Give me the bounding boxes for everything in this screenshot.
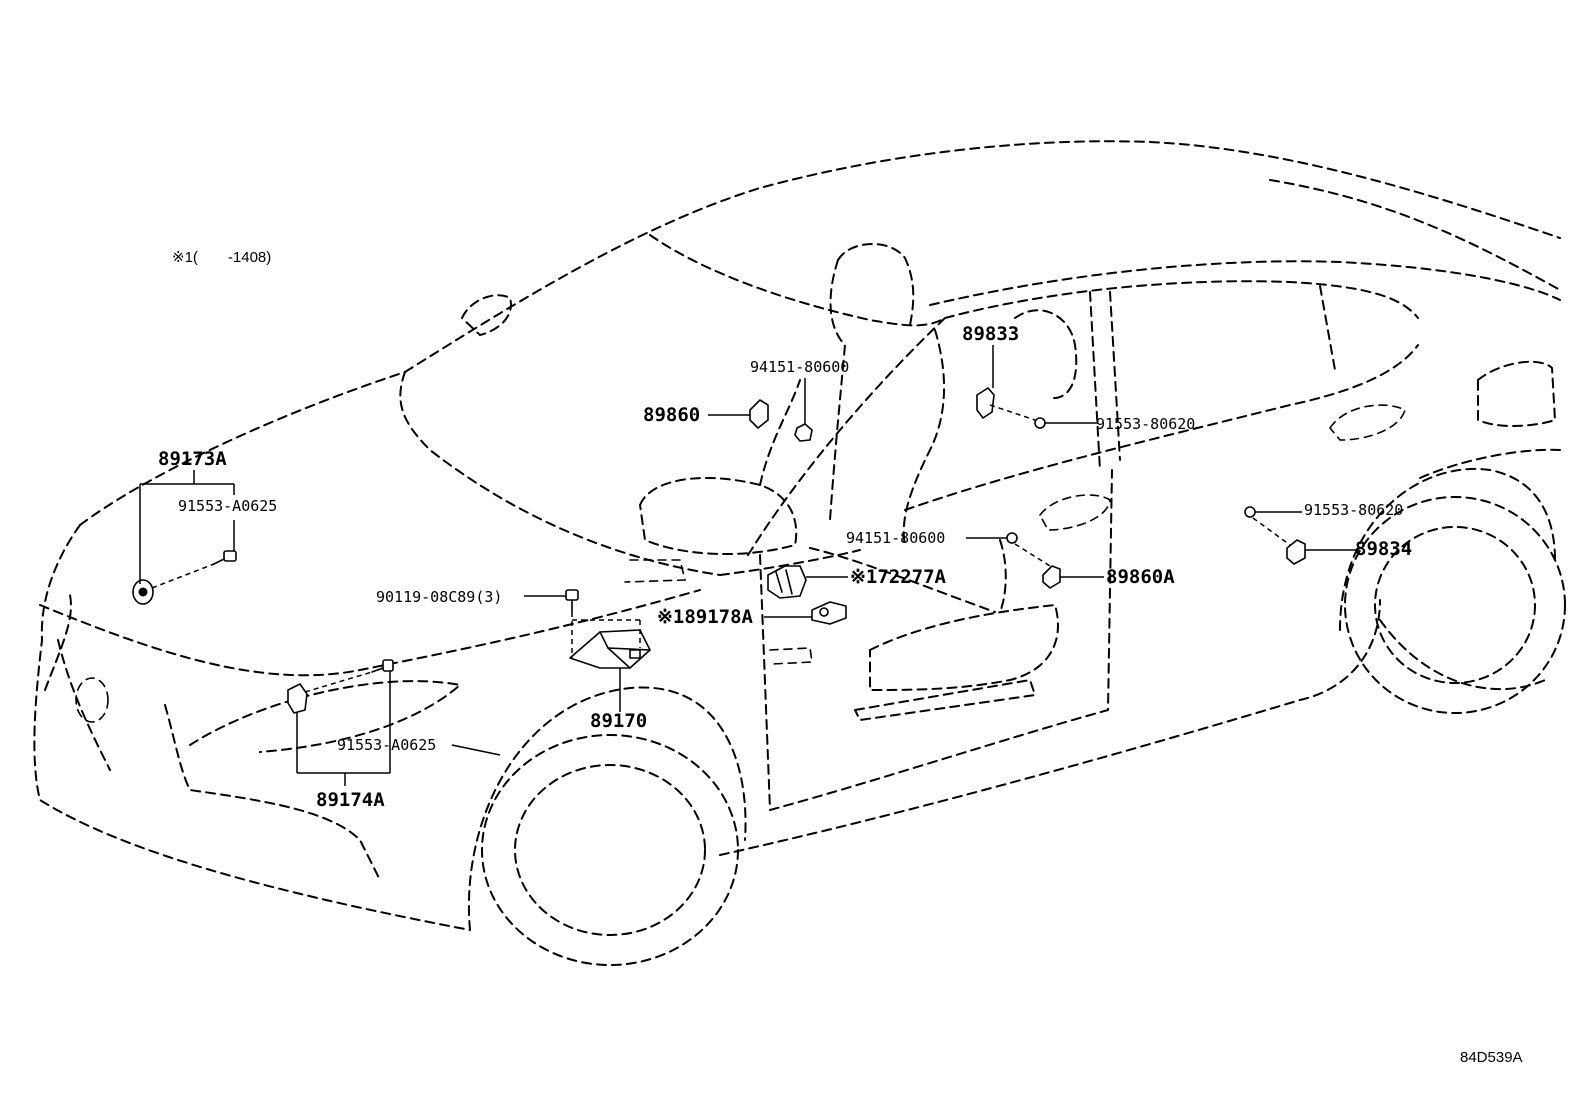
side-sensor-89860-icon[interactable] — [749, 399, 769, 429]
seat-sensor-89178A-icon[interactable] — [811, 601, 847, 625]
label-91553-80620-right[interactable]: 91553-80620 — [1304, 501, 1403, 519]
label-72277A[interactable]: ※172277A — [850, 566, 947, 588]
labels: ※1( -1408) 89173A 91553-A0625 94151-8060… — [158, 249, 1523, 1066]
driver-seat-cushion — [869, 604, 1059, 691]
side-sensor-89833-icon[interactable] — [976, 387, 995, 419]
windshield — [399, 371, 721, 576]
rear-wheel-inner — [1374, 526, 1536, 684]
label-89833[interactable]: 89833 — [962, 323, 1019, 345]
passenger-seat-back — [759, 379, 801, 486]
label-89834[interactable]: 89834 — [1355, 538, 1412, 560]
front-wheel-inner — [514, 764, 706, 936]
driver-seat-headrest — [1014, 309, 1078, 400]
front-sensor-89174A-icon[interactable] — [287, 683, 308, 714]
b-pillar-2 — [1109, 291, 1121, 461]
driver-seat-side — [999, 539, 1007, 613]
rear-wheel — [1344, 496, 1566, 714]
side-window-bottom — [904, 344, 1419, 511]
drawing-code: 84D539A — [1460, 1049, 1523, 1066]
side-sensor-89860A-icon[interactable] — [1042, 565, 1061, 589]
label-89860[interactable]: 89860 — [643, 404, 700, 426]
a-pillar — [744, 317, 946, 561]
hood-front — [79, 371, 406, 526]
rear-bumper — [1379, 619, 1546, 691]
fuel-door — [1477, 360, 1556, 427]
bolt-icon-90119[interactable] — [565, 589, 579, 613]
label-89173A[interactable]: 89173A — [158, 448, 227, 470]
seat-part-72277A-icon[interactable] — [767, 565, 807, 599]
rear-seat-headrest — [837, 243, 915, 326]
seat-rail — [854, 679, 1036, 721]
headlamp — [44, 594, 72, 691]
hood-side — [39, 589, 701, 677]
windshield-top — [649, 234, 946, 327]
seatbelt-line — [809, 547, 996, 613]
label-89174A[interactable]: 89174A — [316, 789, 385, 811]
b-pillar — [1089, 291, 1101, 471]
side-sensor-89834-icon[interactable] — [1286, 539, 1306, 565]
nut-icon-top[interactable] — [794, 423, 813, 442]
rear-roof-line — [1269, 179, 1561, 291]
bolt-icon-right[interactable] — [1244, 506, 1256, 518]
nut-icon-mid[interactable] — [1006, 532, 1018, 544]
front-wheel — [481, 734, 739, 966]
front-fascia — [33, 524, 471, 931]
roof-line — [404, 140, 1561, 373]
bolt-icon-mid[interactable] — [1034, 417, 1046, 429]
side-window-front — [944, 280, 1419, 319]
label-91553-A0625-bottom[interactable]: 91553-A0625 — [337, 736, 436, 754]
rear-body-upper — [929, 260, 1561, 306]
label-89178A[interactable]: ※189178A — [657, 606, 754, 628]
label-94151-80600-top[interactable]: 94151-80600 — [750, 358, 849, 376]
label-91553-A0625-top[interactable]: 91553-A0625 — [178, 497, 277, 515]
rear-door-handle — [1329, 404, 1406, 441]
c-pillar — [1319, 285, 1336, 371]
floor-bracket-right — [769, 647, 813, 665]
label-89170[interactable]: 89170 — [590, 710, 647, 732]
label-89860A[interactable]: 89860A — [1106, 566, 1175, 588]
car-outline — [33, 140, 1566, 966]
rear-wheel-arch — [1339, 467, 1556, 631]
note-text: ※1( -1408) — [172, 249, 271, 266]
fog-lamp — [75, 677, 109, 723]
spindle-grille — [164, 704, 381, 881]
rear-seat-back — [829, 259, 846, 521]
front-door-line — [759, 469, 1113, 811]
front-door-handle — [1039, 494, 1111, 531]
side-mirror — [461, 294, 512, 336]
dash-line — [719, 549, 861, 576]
sill-line — [719, 599, 1381, 856]
bolt-icon-lower[interactable] — [371, 659, 394, 673]
parts — [132, 387, 1306, 714]
passenger-seat-cushion — [639, 476, 798, 556]
rear-body-lower — [1419, 448, 1561, 479]
airbag-ecu-89170-icon[interactable] — [569, 629, 651, 669]
leader-lines — [139, 345, 1356, 786]
grille-upper — [189, 680, 461, 753]
label-90119-08C89[interactable]: 90119-08C89(3) — [376, 588, 502, 606]
front-wheel-arch — [467, 686, 747, 931]
label-94151-80600-mid[interactable]: 94151-80600 — [846, 529, 945, 547]
front-sensor-89173A-icon[interactable] — [132, 579, 154, 605]
driver-seat-back — [902, 329, 946, 546]
floor-bracket-left — [624, 559, 687, 583]
bolt-icon-upper-left[interactable] — [213, 550, 237, 565]
front-bumper-lower — [57, 639, 111, 771]
label-91553-80620-mid[interactable]: 91553-80620 — [1096, 415, 1195, 433]
